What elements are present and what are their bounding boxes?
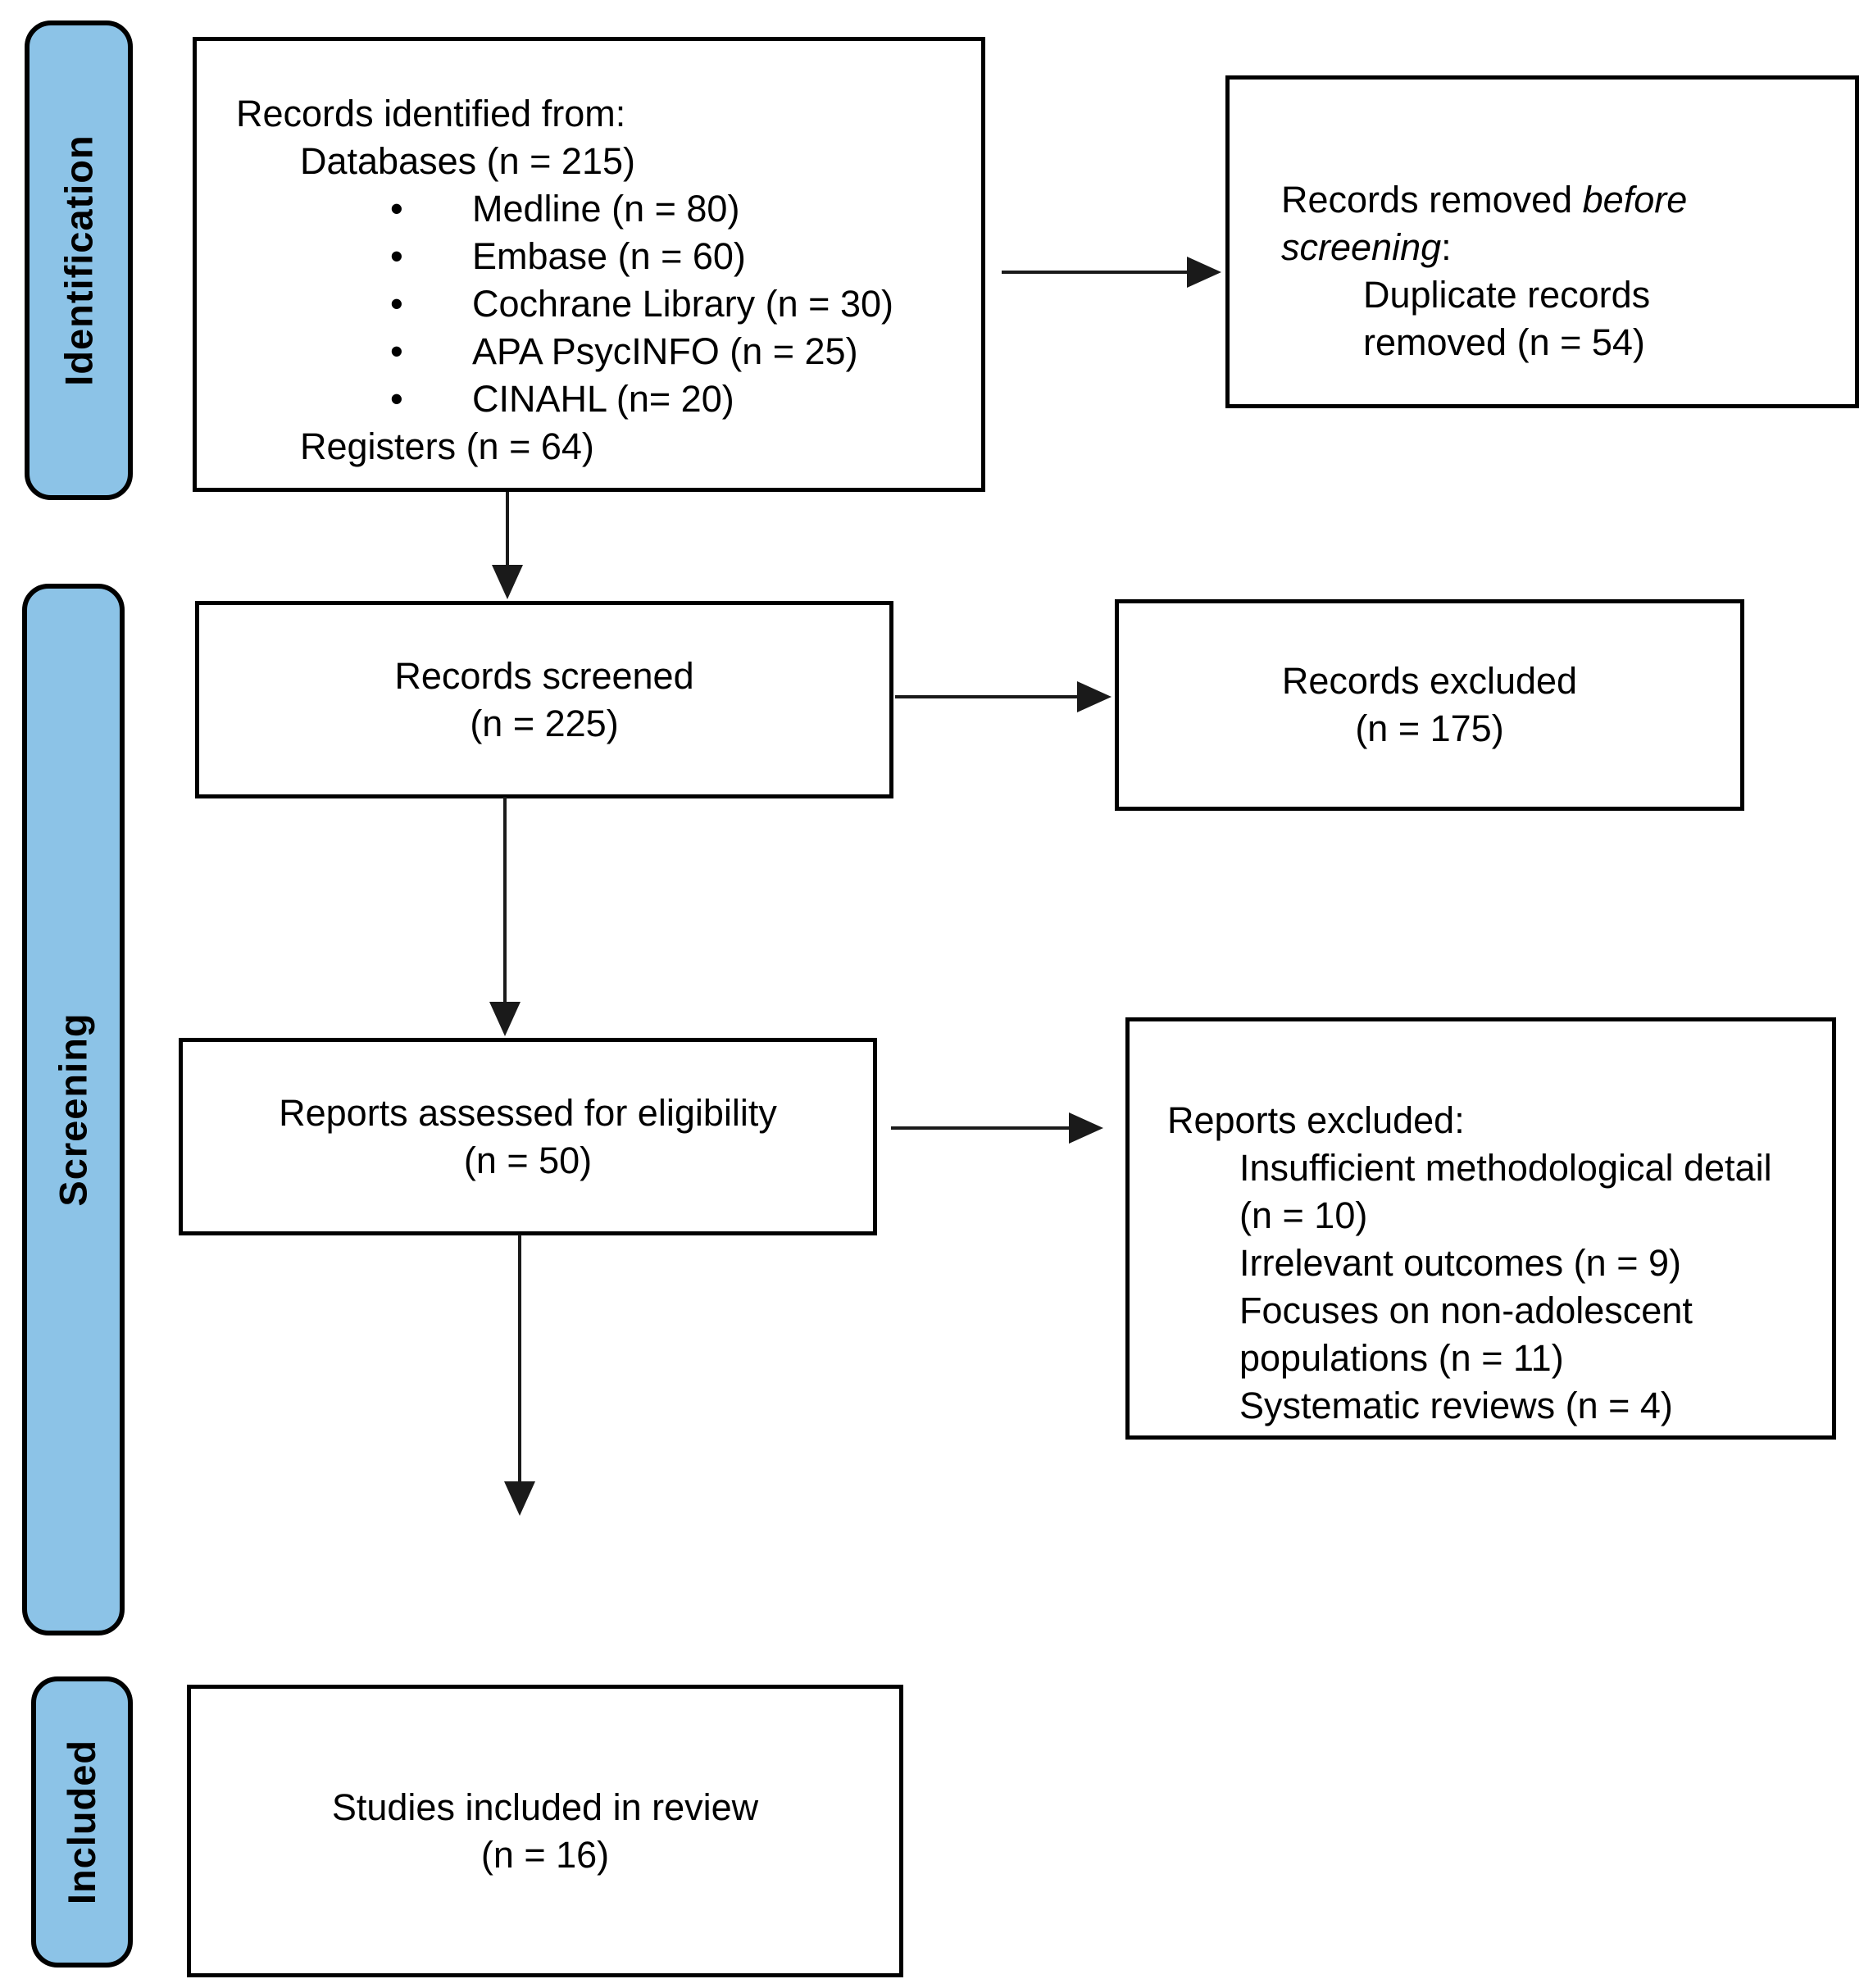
list-item: • CINAHL (n= 20): [390, 375, 957, 423]
list-item: Systematic reviews (n = 4): [1239, 1385, 1673, 1426]
arrow-assessed-to-included: [504, 1235, 535, 1516]
records-excluded-label: Records excluded: [1281, 660, 1578, 702]
reports-excluded-heading: Reports excluded:: [1167, 1099, 1465, 1141]
reports-assessed-count: (n = 50): [463, 1139, 593, 1181]
records-removed-heading: Records removed before screening:: [1281, 176, 1822, 271]
bullet-icon: •: [390, 235, 403, 277]
list-item: Insufficient methodological detail (n = …: [1239, 1147, 1772, 1236]
box-reports-excluded: Reports excluded: Insufficient methodolo…: [1125, 1017, 1836, 1440]
stage-label-screening: Screening: [22, 584, 125, 1635]
records-removed-heading-italic: before screening: [1281, 179, 1688, 268]
box-records-screened: Records screened (n = 225): [195, 601, 893, 798]
records-identified-databases: Databases (n = 215): [300, 140, 635, 182]
arrow-screened-to-assessed: [489, 797, 521, 1036]
box-reports-assessed: Reports assessed for eligibility (n = 50…: [179, 1038, 877, 1235]
list-item: Irrelevant outcomes (n = 9): [1239, 1242, 1681, 1284]
bullet-icon: •: [390, 330, 403, 372]
stage-label-identification-text: Identification: [57, 134, 101, 386]
list-item: • APA PsycINFO (n = 25): [390, 328, 957, 375]
records-screened-count: (n = 225): [470, 702, 619, 744]
box-records-identified: Records identified from: Databases (n = …: [193, 37, 985, 492]
records-identified-bullet-list: • Medline (n = 80) • Embase (n = 60) • C…: [390, 185, 957, 423]
records-excluded-count: (n = 175): [1355, 707, 1504, 749]
list-item-label: CINAHL (n= 20): [472, 378, 734, 420]
box-records-removed: Records removed before screening: Duplic…: [1225, 75, 1859, 408]
reports-excluded-reason-list: Insufficient methodological detail (n = …: [1167, 1144, 1807, 1430]
studies-included-count: (n = 16): [480, 1833, 610, 1876]
box-records-excluded: Records excluded (n = 175): [1115, 599, 1744, 811]
records-removed-heading-colon: :: [1441, 226, 1452, 268]
studies-included-label: Studies included in review: [331, 1786, 759, 1828]
records-identified-registers: Registers (n = 64): [300, 425, 594, 467]
list-item: • Medline (n = 80): [390, 185, 957, 233]
records-removed-detail: Duplicate records removed (n = 54): [1363, 274, 1651, 363]
stage-label-included-text: Included: [60, 1739, 104, 1905]
stage-label-included: Included: [31, 1676, 133, 1968]
reports-assessed-label: Reports assessed for eligibility: [279, 1091, 777, 1134]
stage-label-screening-text: Screening: [52, 1012, 95, 1207]
records-removed-heading-prefix: Records removed: [1281, 179, 1583, 221]
list-item-label: Embase (n = 60): [472, 235, 746, 277]
list-item: • Embase (n = 60): [390, 233, 957, 280]
list-item-label: APA PsycINFO (n = 25): [472, 330, 858, 372]
list-item: Focuses on non-adolescent populations (n…: [1239, 1290, 1693, 1379]
bullet-icon: •: [390, 283, 403, 325]
records-screened-label: Records screened: [394, 654, 694, 697]
arrow-assessed-to-reports-excluded: [891, 1112, 1103, 1144]
list-item-label: Medline (n = 80): [472, 188, 740, 230]
arrow-identified-to-removed: [1002, 257, 1221, 288]
bullet-icon: •: [390, 188, 403, 230]
list-item: • Cochrane Library (n = 30): [390, 280, 957, 328]
stage-label-identification: Identification: [25, 20, 133, 500]
arrow-screened-to-excluded: [895, 681, 1112, 712]
bullet-icon: •: [390, 378, 403, 420]
records-identified-heading: Records identified from:: [236, 93, 626, 134]
arrow-identified-to-screened: [492, 492, 523, 599]
box-studies-included: Studies included in review (n = 16): [187, 1685, 903, 1977]
list-item-label: Cochrane Library (n = 30): [472, 283, 894, 325]
